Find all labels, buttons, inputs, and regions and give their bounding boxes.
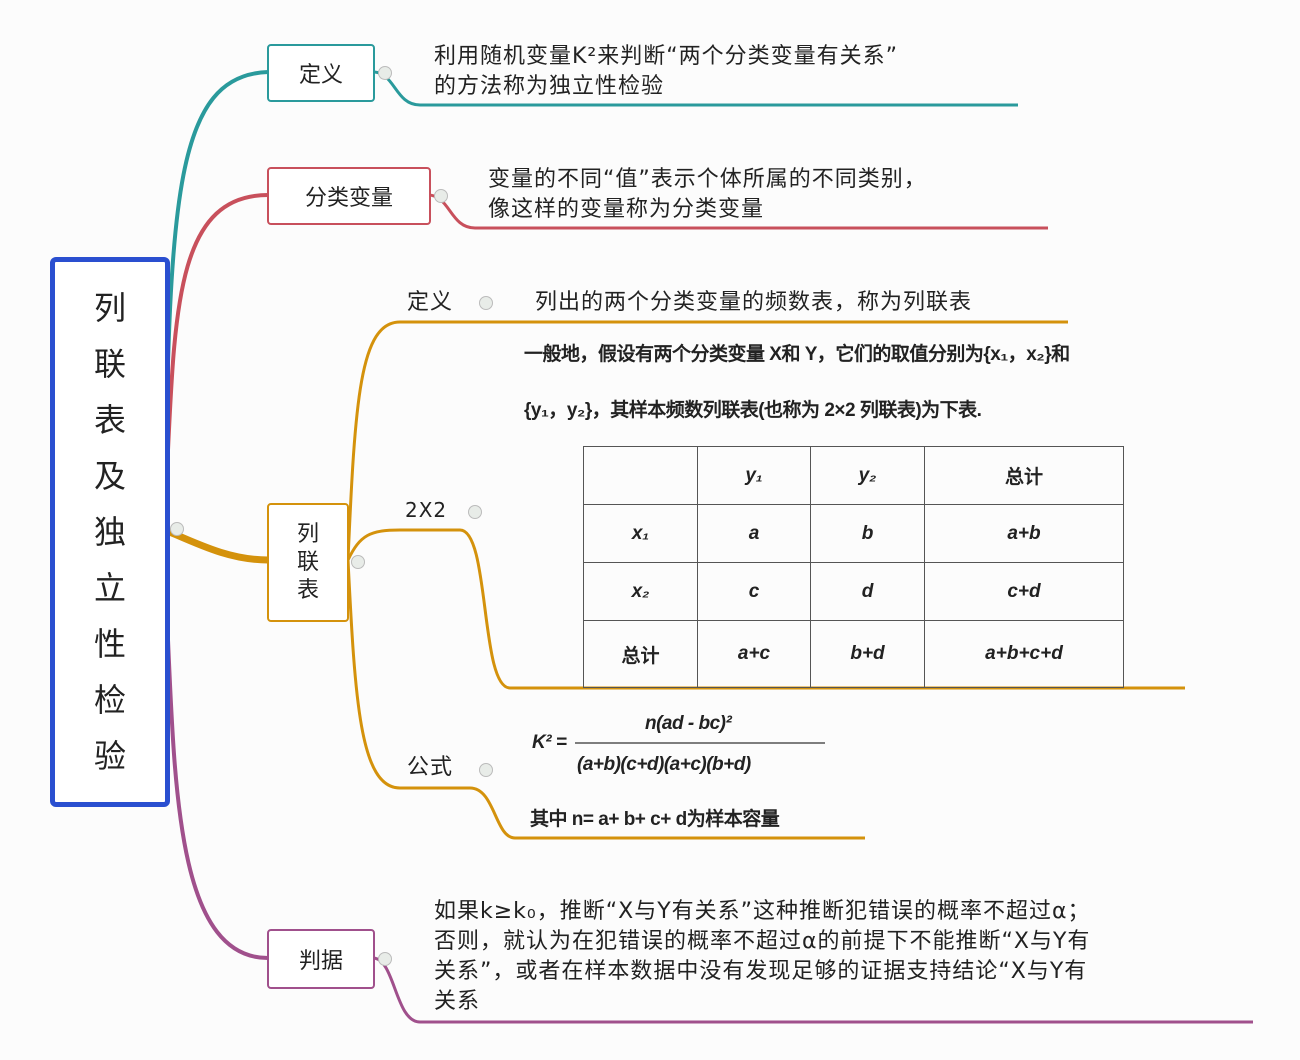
- table-cell: y₁: [697, 446, 811, 505]
- node-label-char: 列: [296, 521, 319, 547]
- table-cell: c: [697, 562, 811, 621]
- formula-note: 其中 n= a+ b+ c+ d为样本容量: [530, 809, 780, 830]
- judgment-text-line: 否则，就认为在犯错误的概率不超过α的前提下不能推断“X与Y有: [434, 929, 1091, 954]
- sub-formula-line: [346, 559, 865, 840]
- categorical-text-line: 像这样的变量称为分类变量: [488, 197, 765, 222]
- root-node[interactable]: 列 联 表 及 独 立 性 检 验: [50, 257, 170, 807]
- sub-definition-text: 列出的两个分类变量的频数表，称为列联表: [535, 290, 973, 315]
- formula-lhs: K² =: [532, 732, 567, 753]
- root-char: 联: [93, 345, 126, 383]
- intro-line: 一般地，假设有两个分类变量 X和 Y，它们的取值分别为{x₁，x₂}和: [524, 344, 1070, 365]
- intro-line: {y₁，y₂}，其样本频数列联表(也称为 2×2 列联表)为下表.: [524, 400, 982, 421]
- table-row: 总计 a+c b+d a+b+c+d: [583, 620, 1124, 688]
- root-char: 性: [93, 625, 126, 663]
- table-row: x₂ c d c+d: [583, 562, 1124, 621]
- contingency-table: y₁ y₂ 总计 x₁ a b a+b x₂ c d c+d 总计 a+c b+…: [583, 446, 1124, 688]
- root-char: 独: [93, 513, 126, 551]
- node-definition[interactable]: 定义: [267, 44, 375, 102]
- table-cell: d: [810, 562, 925, 621]
- table-cell: y₂: [810, 446, 925, 505]
- sub-definition-line: [346, 320, 1068, 561]
- sub-2x2-line: [346, 528, 1185, 690]
- table-cell: b+d: [810, 620, 925, 688]
- sub-2x2-label[interactable]: 2X2: [405, 498, 448, 522]
- table-row: x₁ a b a+b: [583, 504, 1124, 563]
- table-cell: 总计: [583, 620, 698, 688]
- judgment-text-line: 关系”，或者在样本数据中没有发现足够的证据支持结论“X与Y有: [434, 959, 1088, 984]
- table-cell: b: [810, 504, 925, 563]
- branch-categorical-line: [166, 193, 269, 451]
- collapse-handle[interactable]: [479, 763, 493, 777]
- root-char: 列: [93, 289, 126, 327]
- branch-judgment-line: [166, 639, 269, 960]
- table-cell: c+d: [924, 562, 1124, 621]
- node-judgment[interactable]: 判据: [267, 929, 375, 989]
- table-cell: 总计: [924, 446, 1124, 505]
- branch-definition-line: [163, 70, 269, 501]
- node-label: 判据: [298, 949, 343, 974]
- definition-text-line: 的方法称为独立性检验: [434, 74, 665, 99]
- collapse-handle[interactable]: [434, 189, 448, 203]
- root-char: 立: [93, 569, 126, 607]
- judgment-text-line: 如果k≥k₀，推断“X与Y有关系”这种推断犯错误的概率不超过α；: [434, 899, 1091, 924]
- table-cell: [583, 446, 698, 505]
- root-char: 验: [93, 737, 126, 775]
- node-label-char: 联: [296, 549, 319, 575]
- root-char: 检: [93, 681, 126, 719]
- node-label: 分类变量: [304, 186, 393, 211]
- collapse-handle[interactable]: [351, 555, 365, 569]
- collapse-handle[interactable]: [378, 66, 392, 80]
- root-char: 及: [93, 457, 126, 495]
- table-header-row: y₁ y₂ 总计: [583, 446, 1124, 505]
- collapse-handle[interactable]: [468, 505, 482, 519]
- node-contingency[interactable]: 列 联 表: [267, 503, 349, 622]
- table-cell: a: [697, 504, 811, 563]
- node-label-char: 表: [296, 577, 319, 603]
- table-cell: a+c: [697, 620, 811, 688]
- table-cell: x₁: [583, 504, 698, 563]
- formula-denominator: (a+b)(c+d)(a+c)(b+d): [577, 754, 751, 775]
- definition-text-line: 利用随机变量K²来判断“两个分类变量有关系”: [434, 44, 899, 69]
- root-char: 表: [93, 401, 126, 439]
- node-label: 定义: [298, 63, 343, 88]
- categorical-text-line: 变量的不同“值”表示个体所属的不同类别，: [488, 167, 927, 192]
- table-cell: a+b+c+d: [924, 620, 1124, 688]
- sub-formula-label[interactable]: 公式: [407, 755, 454, 780]
- table-cell: x₂: [583, 562, 698, 621]
- sub-definition-label[interactable]: 定义: [407, 290, 454, 315]
- formula-numerator: n(ad - bc)²: [645, 713, 732, 734]
- node-categorical[interactable]: 分类变量: [267, 167, 431, 225]
- judgment-text-line: 关系: [434, 989, 481, 1014]
- table-cell: a+b: [924, 504, 1124, 563]
- collapse-handle[interactable]: [378, 952, 392, 966]
- collapse-handle[interactable]: [479, 296, 493, 310]
- collapse-handle[interactable]: [170, 522, 184, 536]
